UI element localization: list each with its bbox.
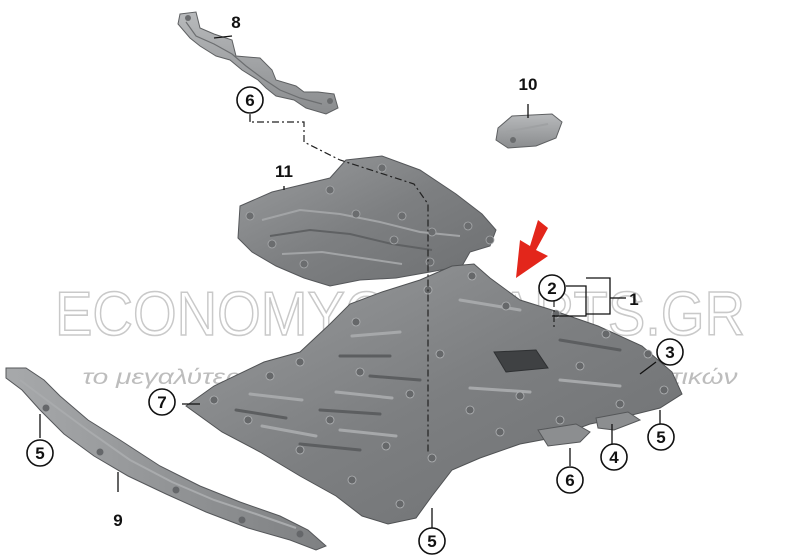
callout-6-bottom: 6 bbox=[565, 471, 574, 490]
highlight-arrow-icon bbox=[516, 220, 548, 278]
callout-7: 7 bbox=[157, 393, 166, 412]
callout-10: 10 bbox=[519, 75, 538, 94]
leader-lines bbox=[39, 35, 661, 528]
part-11-upper-shield bbox=[237, 155, 497, 287]
callout-11: 11 bbox=[275, 162, 293, 181]
callout-circle-6b bbox=[556, 466, 584, 494]
part-10-cover bbox=[495, 113, 563, 149]
callout-6-top: 6 bbox=[245, 91, 254, 110]
callout-circle-2 bbox=[538, 274, 566, 302]
callout-circle-5a bbox=[26, 439, 54, 467]
callout-5-right: 5 bbox=[656, 428, 665, 447]
callout-4: 4 bbox=[609, 448, 619, 467]
callout-circle-6a bbox=[236, 86, 264, 114]
callout-circle-5b bbox=[418, 527, 446, 555]
callout-circle-3 bbox=[656, 338, 684, 366]
callout-2: 2 bbox=[547, 279, 556, 298]
callout-8: 8 bbox=[231, 13, 240, 32]
callout-9: 9 bbox=[113, 511, 122, 530]
callout-3: 3 bbox=[665, 343, 674, 362]
part-9-front-strip bbox=[5, 367, 327, 551]
callout-circle-5c bbox=[647, 423, 675, 451]
callout-5-bottom: 5 bbox=[427, 532, 436, 551]
part-1-main-shield bbox=[185, 263, 683, 525]
callout-circle-4 bbox=[600, 443, 628, 471]
callout-5-left: 5 bbox=[35, 444, 44, 463]
callout-circle-7 bbox=[148, 388, 176, 416]
callout-1: 1 bbox=[629, 290, 638, 309]
callouts: 8 6 10 11 2 1 3 7 5 9 5 6 4 5 bbox=[26, 13, 684, 555]
